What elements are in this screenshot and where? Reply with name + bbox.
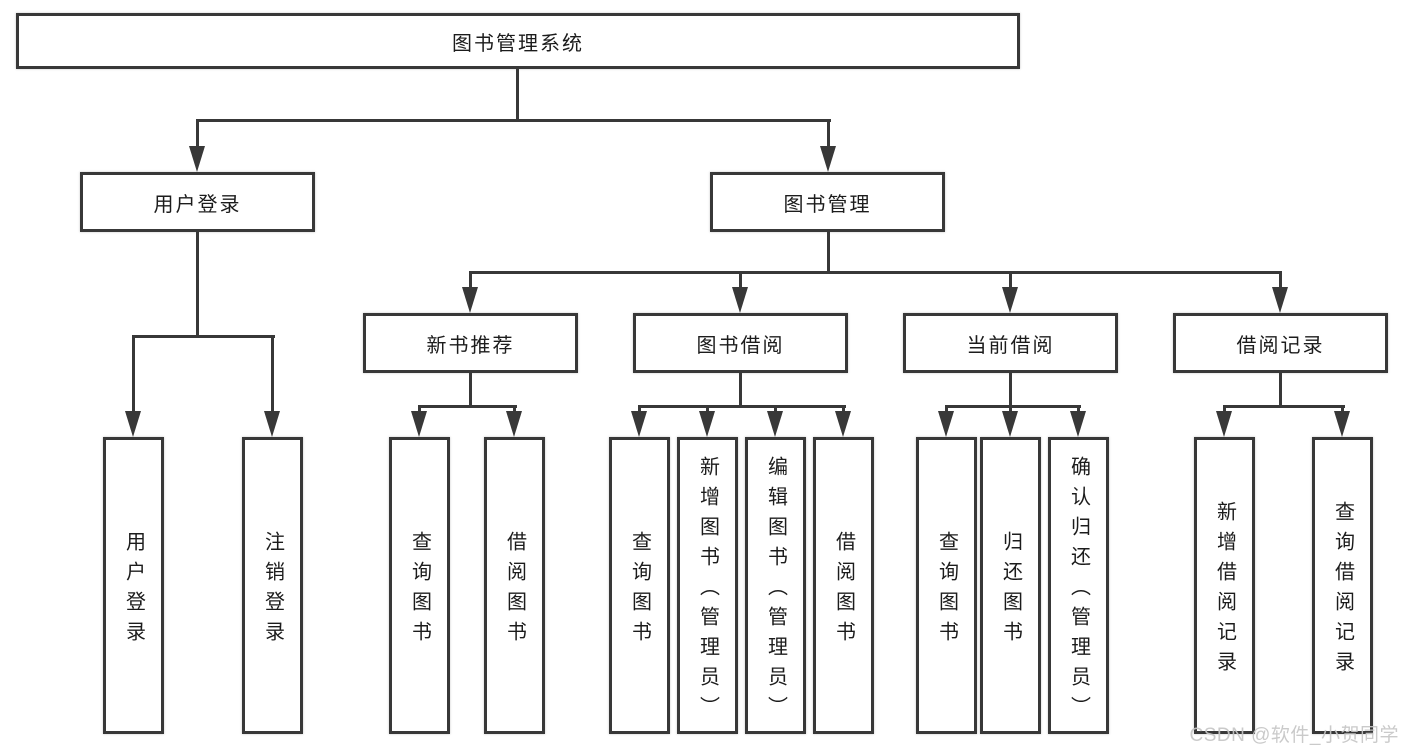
connector-line [271,335,274,417]
node-label: 新增图书（管理员） [696,455,719,726]
arrow-down-icon [820,146,836,172]
node-borrow-record: 借阅记录 [1173,313,1388,373]
arrow-down-icon [462,287,478,313]
node-label: 查询图书 [935,530,958,651]
arrow-down-icon [125,411,141,437]
node-label: 查询图书 [408,530,431,651]
arrow-down-icon [1216,411,1232,437]
leaf-current-query-book: 查询图书 [916,437,977,734]
node-label: 查询借阅记录 [1331,500,1354,681]
node-new-book-recommend: 新书推荐 [363,313,578,373]
leaf-return-book: 归还图书 [980,437,1041,734]
node-book-management: 图书管理 [710,172,945,232]
arrow-down-icon [506,411,522,437]
arrow-down-icon [1002,287,1018,313]
connector-line [469,371,472,408]
connector-line [827,119,830,151]
leaf-confirm-return-admin: 确认归还（管理员） [1048,437,1109,734]
node-label: 借阅记录 [1236,334,1325,357]
arrow-down-icon [1334,411,1350,437]
connector-line [196,119,831,122]
leaf-logout: 注销登录 [242,437,303,734]
leaf-borrow-borrow-book: 借阅图书 [813,437,874,734]
connector-line [1223,405,1345,408]
node-label: 新增借阅记录 [1213,500,1236,681]
connector-line [1279,371,1282,408]
node-label: 新书推荐 [426,334,515,357]
leaf-borrow-query-book: 查询图书 [609,437,670,734]
connector-line [132,335,135,417]
connector-line [739,271,742,291]
node-label: 注销登录 [261,530,284,651]
node-label: 编辑图书（管理员） [764,455,787,726]
node-label: 归还图书 [999,530,1022,651]
node-label: 借阅图书 [832,530,855,651]
node-label: 图书管理系统 [452,32,584,55]
arrow-down-icon [1002,411,1018,437]
connector-line [945,405,1081,408]
arrow-down-icon [732,287,748,313]
leaf-recommend-query-book: 查询图书 [389,437,450,734]
connector-line [469,271,472,291]
node-book-borrow: 图书借阅 [633,313,848,373]
node-label: 用户登录 [153,193,242,216]
arrow-down-icon [411,411,427,437]
connector-line [739,371,742,408]
leaf-recommend-borrow-book: 借阅图书 [484,437,545,734]
node-current-borrow: 当前借阅 [903,313,1118,373]
arrow-down-icon [189,146,205,172]
leaf-query-borrow-record: 查询借阅记录 [1312,437,1373,734]
connector-line [1009,371,1012,408]
node-library-management-system: 图书管理系统 [16,13,1020,69]
connector-line [132,335,275,338]
connector-line [638,405,846,408]
node-label: 确认归还（管理员） [1067,455,1090,726]
connector-line [196,119,199,151]
leaf-add-book-admin: 新增图书（管理员） [677,437,738,734]
connector-line [516,68,519,122]
connector-line [418,405,517,408]
arrow-down-icon [699,411,715,437]
node-user-login: 用户登录 [80,172,315,232]
arrow-down-icon [264,411,280,437]
node-label: 查询图书 [628,530,651,651]
arrow-down-icon [835,411,851,437]
connector-line [469,271,1282,274]
leaf-user-login: 用户登录 [103,437,164,734]
node-label: 图书管理 [783,193,872,216]
leaf-edit-book-admin: 编辑图书（管理员） [745,437,806,734]
leaf-add-borrow-record: 新增借阅记录 [1194,437,1255,734]
node-label: 当前借阅 [966,334,1055,357]
node-label: 借阅图书 [503,530,526,651]
connector-line [196,230,199,337]
arrow-down-icon [767,411,783,437]
connector-line [1279,271,1282,291]
node-label: 用户登录 [122,530,145,651]
arrow-down-icon [938,411,954,437]
arrow-down-icon [631,411,647,437]
arrow-down-icon [1070,411,1086,437]
arrow-down-icon [1272,287,1288,313]
connector-line [827,230,830,274]
connector-line [1009,271,1012,291]
node-label: 图书借阅 [696,334,785,357]
